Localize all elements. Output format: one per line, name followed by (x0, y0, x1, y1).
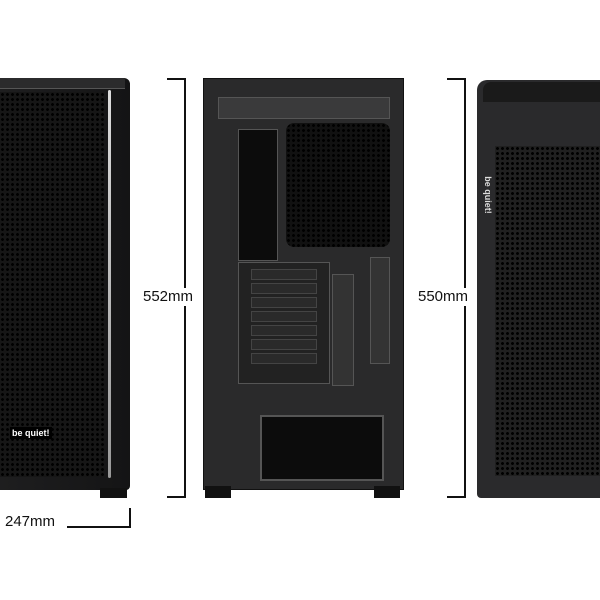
case-back-view (203, 78, 404, 490)
back-foot-right (374, 486, 400, 498)
case-side-view: be quiet! (477, 80, 600, 498)
expansion-slots (238, 262, 330, 384)
io-shield-cutout (238, 129, 278, 261)
dimension-tick-top (167, 78, 186, 80)
dimension-tick-top-side (447, 78, 466, 80)
back-foot-left (205, 486, 231, 498)
dimension-tick-bottom (167, 496, 186, 498)
top-bar (218, 97, 390, 119)
psu-cutout (260, 415, 384, 481)
dimension-tick-right (129, 508, 131, 528)
vertical-slot-cover (332, 274, 354, 386)
width-label-front: 247mm (5, 513, 56, 531)
side-logo: be quiet! (482, 176, 493, 214)
vertical-slot-cover-2 (370, 257, 390, 364)
front-logo: be quiet! (10, 427, 52, 439)
height-label-side: 550mm (418, 288, 469, 306)
height-label-back: 552mm (143, 288, 194, 306)
dimension-tick-bottom-side (447, 496, 466, 498)
side-mesh-panel (495, 146, 600, 476)
rear-fan-grill (286, 123, 390, 247)
front-mesh-panel (0, 92, 104, 477)
front-foot (100, 488, 127, 498)
dimension-line-horizontal (67, 526, 131, 528)
front-top-io (0, 78, 125, 89)
side-top-io (483, 82, 600, 102)
front-light-strip (108, 90, 111, 478)
case-front-view: be quiet! (0, 78, 130, 490)
